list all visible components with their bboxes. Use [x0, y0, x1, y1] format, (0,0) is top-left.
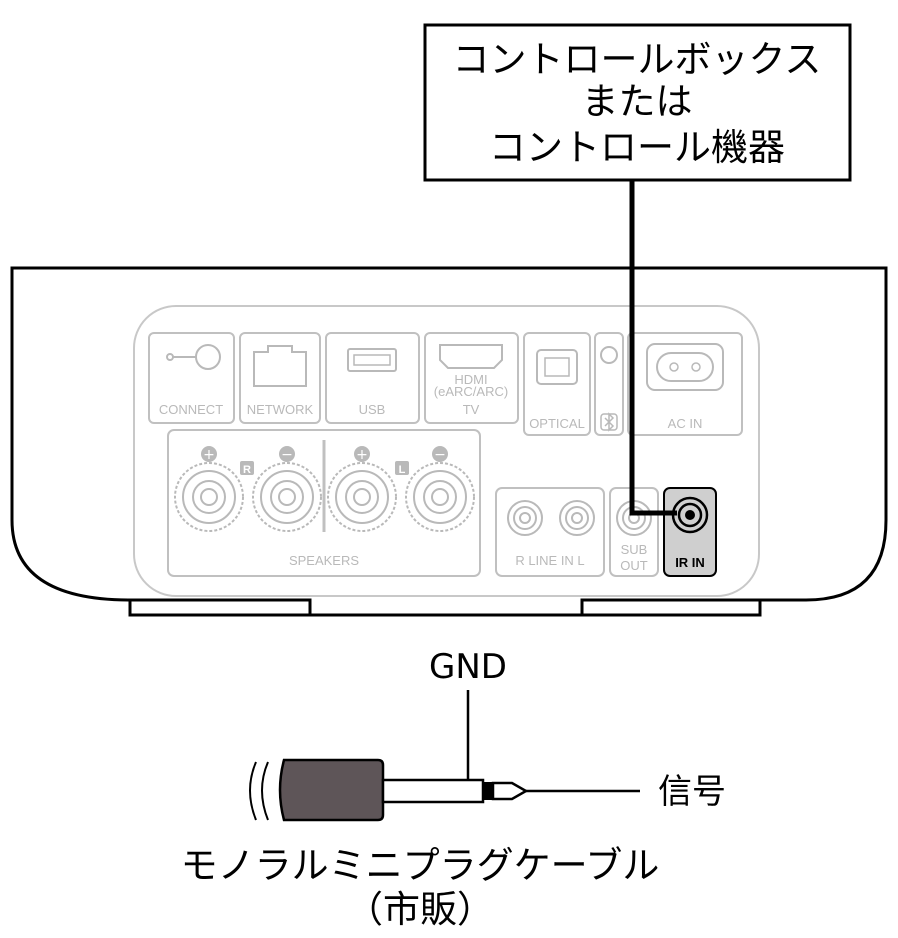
line-in-ports: R LINE IN L [495, 487, 605, 577]
hdmi-label-2: (eARC/ARC) [434, 384, 508, 399]
device-body [10, 266, 888, 617]
speakers-label: SPEAKERS [289, 553, 359, 568]
connect-port: CONNECT [148, 332, 235, 424]
rear-panel [133, 305, 760, 597]
network-port: NETWORK [239, 332, 321, 424]
ir-in-label: IR IN [675, 555, 705, 570]
speaker-l-label: L [399, 464, 406, 476]
control-box-line3: コントロール機器 [489, 126, 785, 169]
optical-label: OPTICAL [529, 416, 585, 431]
connection-cable [629, 180, 677, 516]
hdmi-label-3: TV [463, 402, 480, 417]
device-feet [128, 600, 762, 617]
svg-text:−: − [434, 447, 446, 463]
control-box-line2: または [582, 80, 693, 123]
svg-text:+: + [356, 447, 368, 463]
sub-out-label-1: SUB [621, 542, 648, 557]
network-label: NETWORK [247, 402, 314, 417]
sub-out-label-2: OUT [620, 558, 648, 573]
connect-label: CONNECT [159, 402, 223, 417]
ac-in-label: AC IN [668, 416, 703, 431]
control-box-line1: コントロールボックス [453, 38, 822, 81]
optical-port: OPTICAL [523, 332, 591, 436]
signal-label: 信号 [658, 772, 726, 812]
plug-caption-line1: モノラルミニプラグケーブル [181, 844, 660, 887]
bluetooth-button [594, 332, 624, 436]
hdmi-label-1: HDMI [454, 372, 487, 387]
speaker-r-label: R [243, 464, 251, 476]
usb-port: USB [325, 332, 420, 424]
hdmi-port: HDMI (eARC/ARC) TV [424, 332, 519, 424]
plug-caption-line2: （市販） [346, 888, 494, 931]
svg-text:+: + [203, 447, 215, 463]
line-in-label: R LINE IN L [515, 553, 584, 568]
svg-text:−: − [281, 447, 293, 463]
ir-in-port: IR IN [663, 487, 717, 577]
speaker-terminals: + − + − R L SPEAKERS [167, 429, 481, 577]
usb-label: USB [359, 402, 386, 417]
mini-plug-icon [249, 758, 529, 822]
gnd-label: GND [429, 647, 507, 687]
ac-in-port: AC IN [627, 332, 743, 436]
control-box [423, 23, 852, 182]
